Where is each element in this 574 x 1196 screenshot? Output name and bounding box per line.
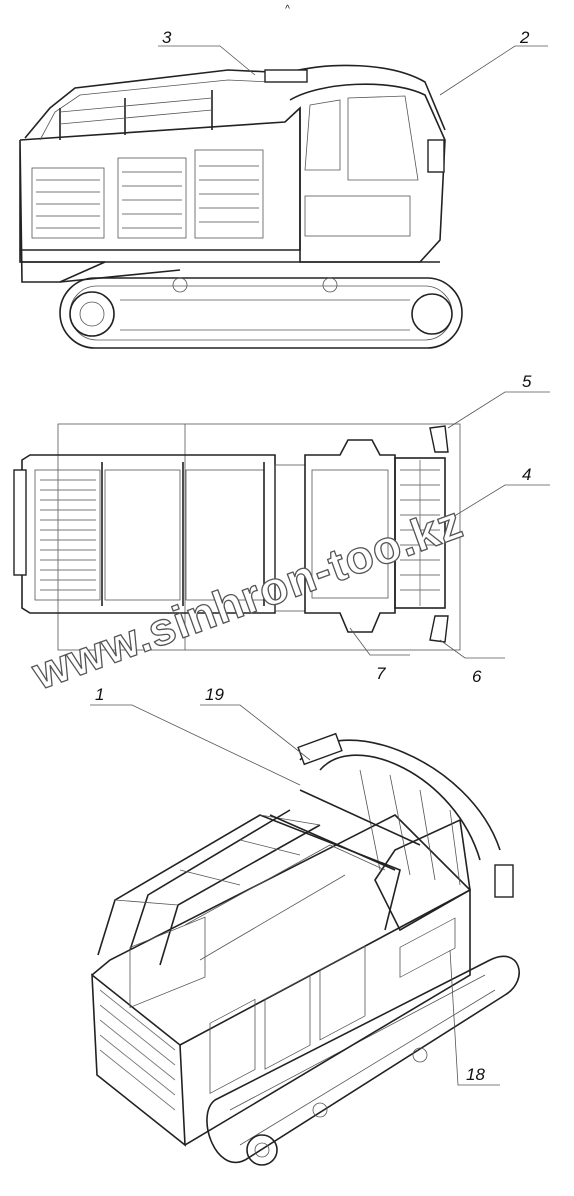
leader-7 bbox=[349, 627, 410, 656]
iso-grill-lines bbox=[99, 945, 366, 1111]
top-mark: ^ bbox=[285, 4, 290, 15]
callout-18: 18 bbox=[466, 1065, 485, 1084]
leader-2 bbox=[439, 45, 548, 96]
callout-4: 4 bbox=[522, 465, 531, 484]
callout-1: 1 bbox=[95, 685, 104, 704]
watermark: www.sinhron-too.kz bbox=[25, 496, 470, 700]
leader-4 bbox=[447, 484, 550, 521]
side-view bbox=[19, 64, 463, 349]
side-grill-lines bbox=[36, 165, 259, 229]
callout-7: 7 bbox=[376, 664, 386, 683]
callout-3: 3 bbox=[162, 28, 172, 47]
top-view bbox=[13, 423, 461, 651]
callout-5: 5 bbox=[522, 372, 532, 391]
leader-1 bbox=[90, 704, 301, 786]
leader-18 bbox=[449, 949, 500, 1086]
leader-5 bbox=[447, 391, 550, 429]
isometric-view bbox=[91, 732, 520, 1166]
callout-2: 2 bbox=[519, 28, 530, 47]
callout-6: 6 bbox=[472, 667, 482, 686]
leader-6 bbox=[439, 639, 505, 659]
top-front-grid bbox=[400, 460, 440, 606]
callout-19: 19 bbox=[205, 685, 224, 704]
leader-3 bbox=[158, 45, 256, 76]
leader-19 bbox=[200, 704, 311, 761]
top-grill-lines bbox=[40, 479, 96, 591]
